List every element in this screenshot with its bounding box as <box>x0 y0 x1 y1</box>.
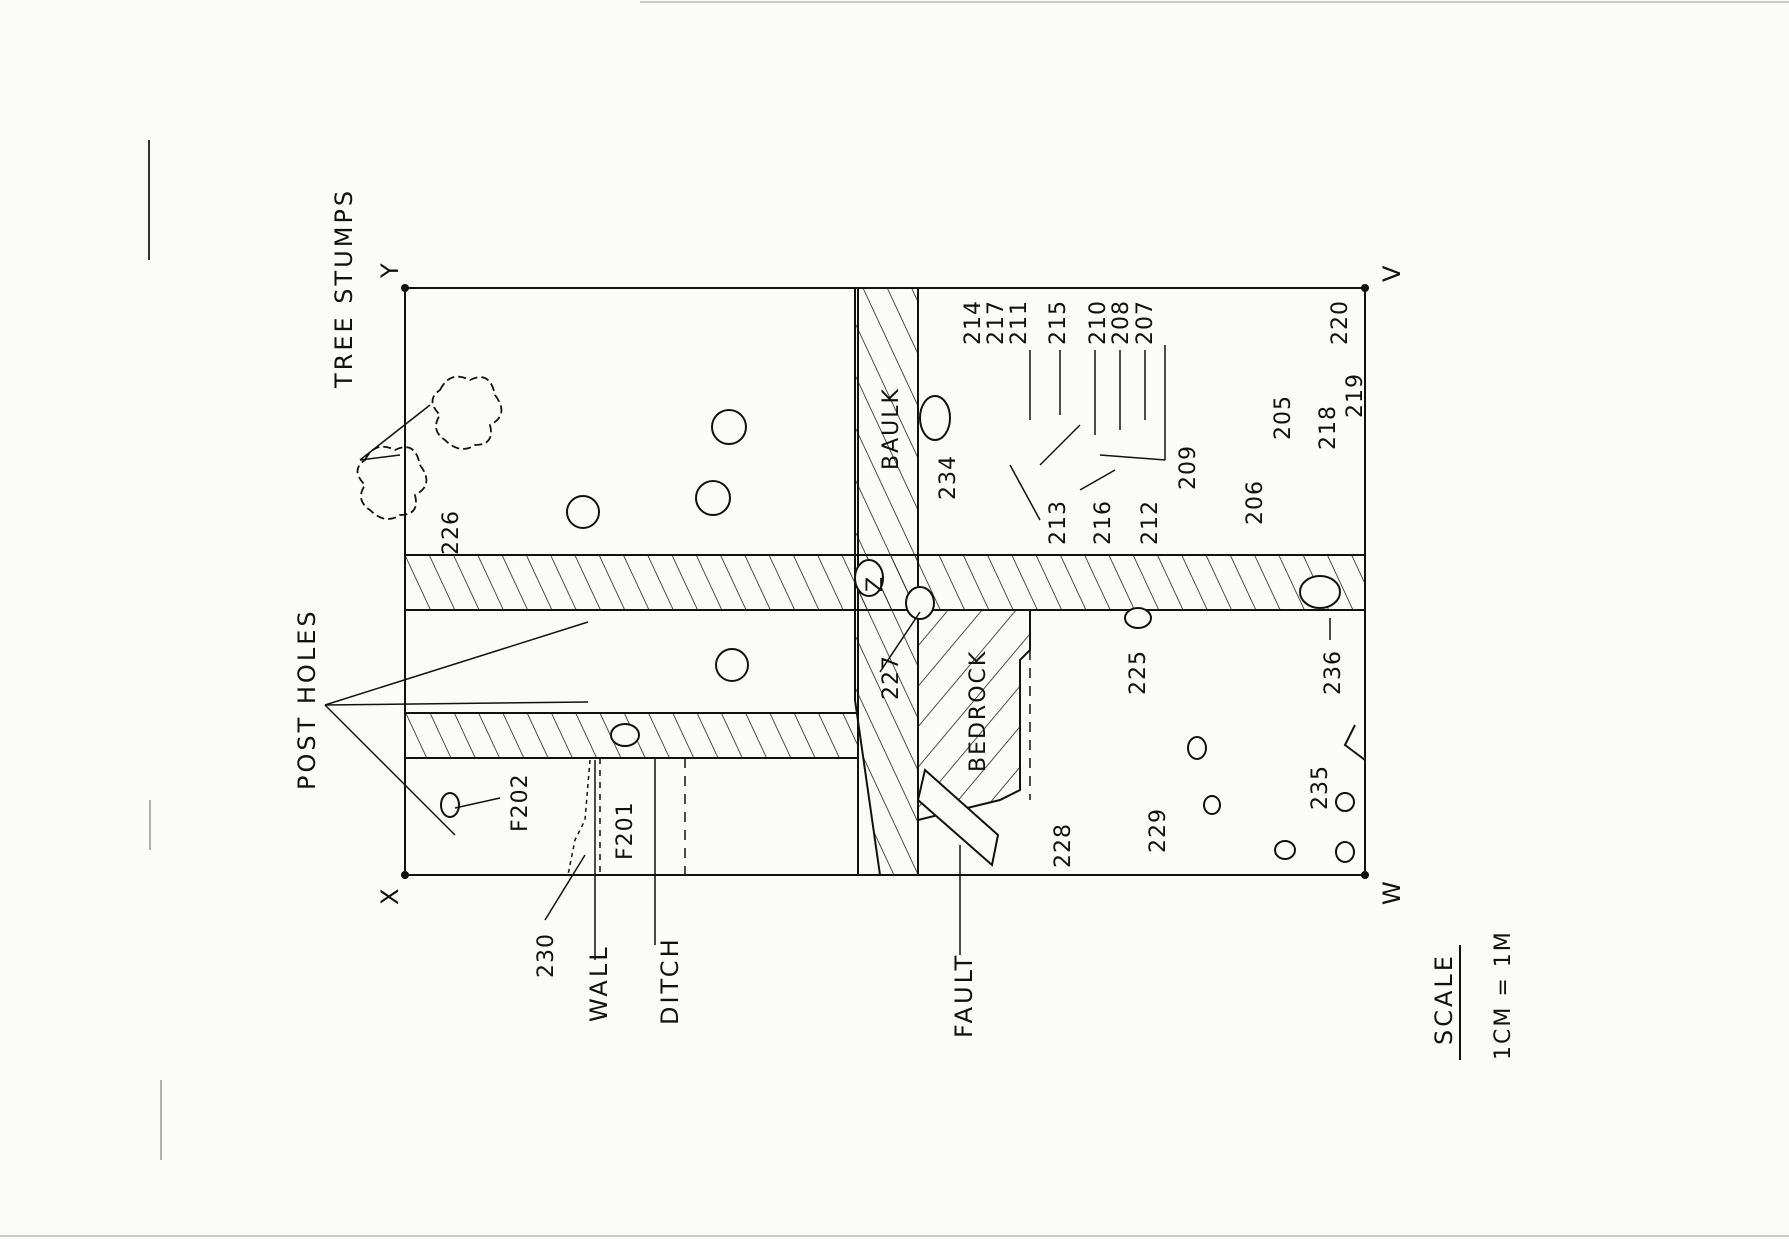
feature-220: 220 <box>1328 300 1353 345</box>
feature-219: 219 <box>1343 373 1368 418</box>
post-hole <box>1299 575 1341 609</box>
baulk <box>854 287 919 876</box>
feature-209: 209 <box>1176 445 1201 490</box>
post-hole <box>711 409 747 445</box>
corner-y: Y <box>376 263 404 279</box>
label-ditch: DITCH <box>656 936 684 1025</box>
feature-214: 214 <box>961 300 986 345</box>
corner-v: V <box>1378 265 1406 282</box>
post-hole <box>1274 840 1296 860</box>
scale-title: SCALE <box>1430 953 1458 1045</box>
post-hole <box>440 792 460 818</box>
post-hole <box>610 723 640 747</box>
feature-226: 226 <box>439 510 464 555</box>
bedrock <box>917 609 1031 822</box>
scale-value: 1CM = 1M <box>1491 930 1516 1060</box>
feature-212: 212 <box>1138 500 1163 545</box>
feature-225: 225 <box>1126 650 1151 695</box>
label-wall: WALL <box>585 944 613 1022</box>
feature-206: 206 <box>1243 480 1268 525</box>
fault-line <box>916 768 1000 867</box>
feature-f201: F201 <box>613 801 638 860</box>
post-hole <box>1335 841 1355 863</box>
feature-215: 215 <box>1046 300 1071 345</box>
feature-216: 216 <box>1091 500 1116 545</box>
post-hole <box>919 395 951 441</box>
post-hole <box>1124 607 1152 629</box>
hatched-walls <box>404 287 1366 876</box>
post-hole <box>905 586 935 620</box>
post-hole <box>854 559 884 597</box>
corner-w: W <box>1378 881 1406 905</box>
post-hole <box>1335 792 1355 812</box>
post-holes <box>440 395 1366 863</box>
label-post-holes: POST HOLES <box>293 608 321 790</box>
leader-lines <box>324 345 1331 960</box>
feature-208: 208 <box>1109 300 1134 345</box>
feature-230: 230 <box>534 933 559 978</box>
label-bedrock: BEDROCK <box>966 650 991 772</box>
feature-229: 229 <box>1146 808 1171 853</box>
feature-218: 218 <box>1316 405 1341 450</box>
feature-f202: F202 <box>508 773 533 832</box>
post-hole <box>715 648 749 682</box>
corner-points <box>401 284 1369 879</box>
ditch-lines <box>567 650 1031 876</box>
feature-207: 207 <box>1133 300 1158 345</box>
label-tree-stumps: TREE STUMPS <box>330 188 358 389</box>
feature-z: Z <box>863 576 888 592</box>
post-hole <box>1203 795 1221 815</box>
feature-213: 213 <box>1046 500 1071 545</box>
corner-x: X <box>376 889 404 905</box>
feature-205: 205 <box>1271 395 1296 440</box>
feature-210: 210 <box>1086 300 1111 345</box>
feature-235: 235 <box>1308 765 1333 810</box>
feature-228: 228 <box>1051 823 1076 868</box>
feature-227: 227 <box>879 655 904 700</box>
feature-236: 236 <box>1321 650 1346 695</box>
label-fault: FAULT <box>950 953 978 1038</box>
post-hole <box>1187 736 1207 760</box>
feature-211: 211 <box>1007 300 1032 345</box>
post-hole <box>566 495 600 529</box>
label-baulk: BAULK <box>879 387 904 470</box>
post-hole <box>695 480 731 516</box>
feature-234: 234 <box>936 455 961 500</box>
tree-stumps <box>356 375 503 520</box>
feature-217: 217 <box>984 300 1009 345</box>
